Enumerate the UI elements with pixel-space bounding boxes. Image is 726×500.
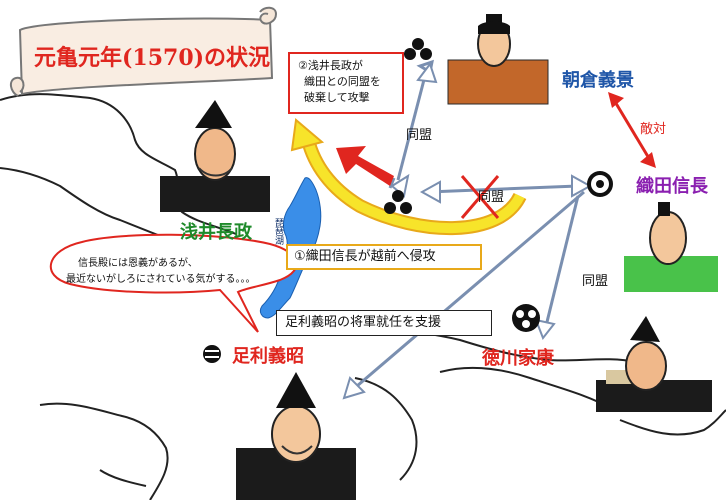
arrow-heads bbox=[342, 61, 593, 400]
coastline-inlet bbox=[354, 377, 418, 481]
invasion-box: ①織田信長が越前へ侵攻 bbox=[286, 244, 482, 270]
arrowhead-azai-middle bbox=[419, 180, 441, 204]
coastline-south bbox=[0, 167, 177, 243]
name-asakura: 朝倉義景 bbox=[562, 70, 634, 91]
tokugawa-portrait bbox=[596, 316, 712, 412]
betrayal-box: ②浅井長政が 織田との同盟を 破棄して攻撃 bbox=[288, 52, 404, 114]
name-oda: 織田信長 bbox=[636, 176, 708, 197]
ashikaga-portrait bbox=[236, 372, 356, 500]
coastline-west bbox=[0, 93, 237, 235]
lake-label: 琵琶湖 bbox=[273, 218, 283, 245]
label-alliance-top: 同盟 bbox=[406, 128, 433, 143]
asakura-portrait bbox=[447, 14, 549, 105]
label-alliance-middle: 同盟 bbox=[478, 190, 505, 205]
invasion-arrowhead bbox=[290, 118, 325, 152]
arrowhead-tokugawa bbox=[534, 318, 556, 340]
tokugawa-crest-icon bbox=[512, 304, 540, 332]
azai-crest-icon bbox=[384, 190, 412, 214]
support-box: 足利義昭の将軍就任を支援 bbox=[276, 310, 492, 336]
speech-bubble bbox=[49, 233, 298, 333]
hostile-arrow bbox=[608, 92, 656, 168]
name-ashikaga: 足利義昭 bbox=[232, 346, 304, 367]
broken-alliance-x bbox=[460, 175, 500, 219]
name-tokugawa: 徳川家康 bbox=[482, 348, 554, 369]
coastline-far-east bbox=[619, 409, 726, 436]
page-title: 元亀元年(1570)の状況 bbox=[34, 45, 271, 71]
title-scroll bbox=[10, 6, 278, 97]
betrayal-line-1: ②浅井長政が bbox=[298, 59, 363, 72]
arrow-alliance-top bbox=[396, 71, 428, 181]
relation-arrows bbox=[349, 59, 585, 394]
coastline-bay bbox=[439, 366, 611, 409]
speech-line-2: 最近ないがしろにされている気がする。。。 bbox=[66, 274, 256, 285]
speech-line-1: 信長殿には恩義があるが、 bbox=[78, 258, 198, 269]
arrowhead-ashikaga bbox=[342, 376, 366, 400]
arrow-support bbox=[349, 190, 585, 394]
azai-portrait bbox=[160, 100, 270, 212]
coastline-southwest bbox=[39, 402, 169, 500]
label-hostile: 敵対 bbox=[640, 122, 667, 137]
arrow-alliance-middle bbox=[427, 184, 579, 194]
betrayal-line-3: 破棄して攻撃 bbox=[304, 91, 370, 104]
arrowhead-oda-middle bbox=[571, 174, 593, 198]
asakura-crest-icon bbox=[404, 38, 432, 60]
name-azai: 浅井長政 bbox=[180, 222, 252, 243]
ashikaga-crest-icon bbox=[203, 345, 221, 363]
arrowhead-asakura bbox=[416, 61, 438, 84]
betrayal-line-2: 織田との同盟を bbox=[304, 75, 381, 88]
betrayal-arrow bbox=[336, 146, 394, 186]
arrow-alliance-right bbox=[544, 195, 580, 327]
oda-crest-icon bbox=[587, 171, 613, 197]
oda-portrait bbox=[624, 202, 718, 292]
label-alliance-right: 同盟 bbox=[582, 274, 609, 289]
coastline-fragment bbox=[99, 469, 147, 487]
invasion-arrow bbox=[303, 138, 525, 233]
